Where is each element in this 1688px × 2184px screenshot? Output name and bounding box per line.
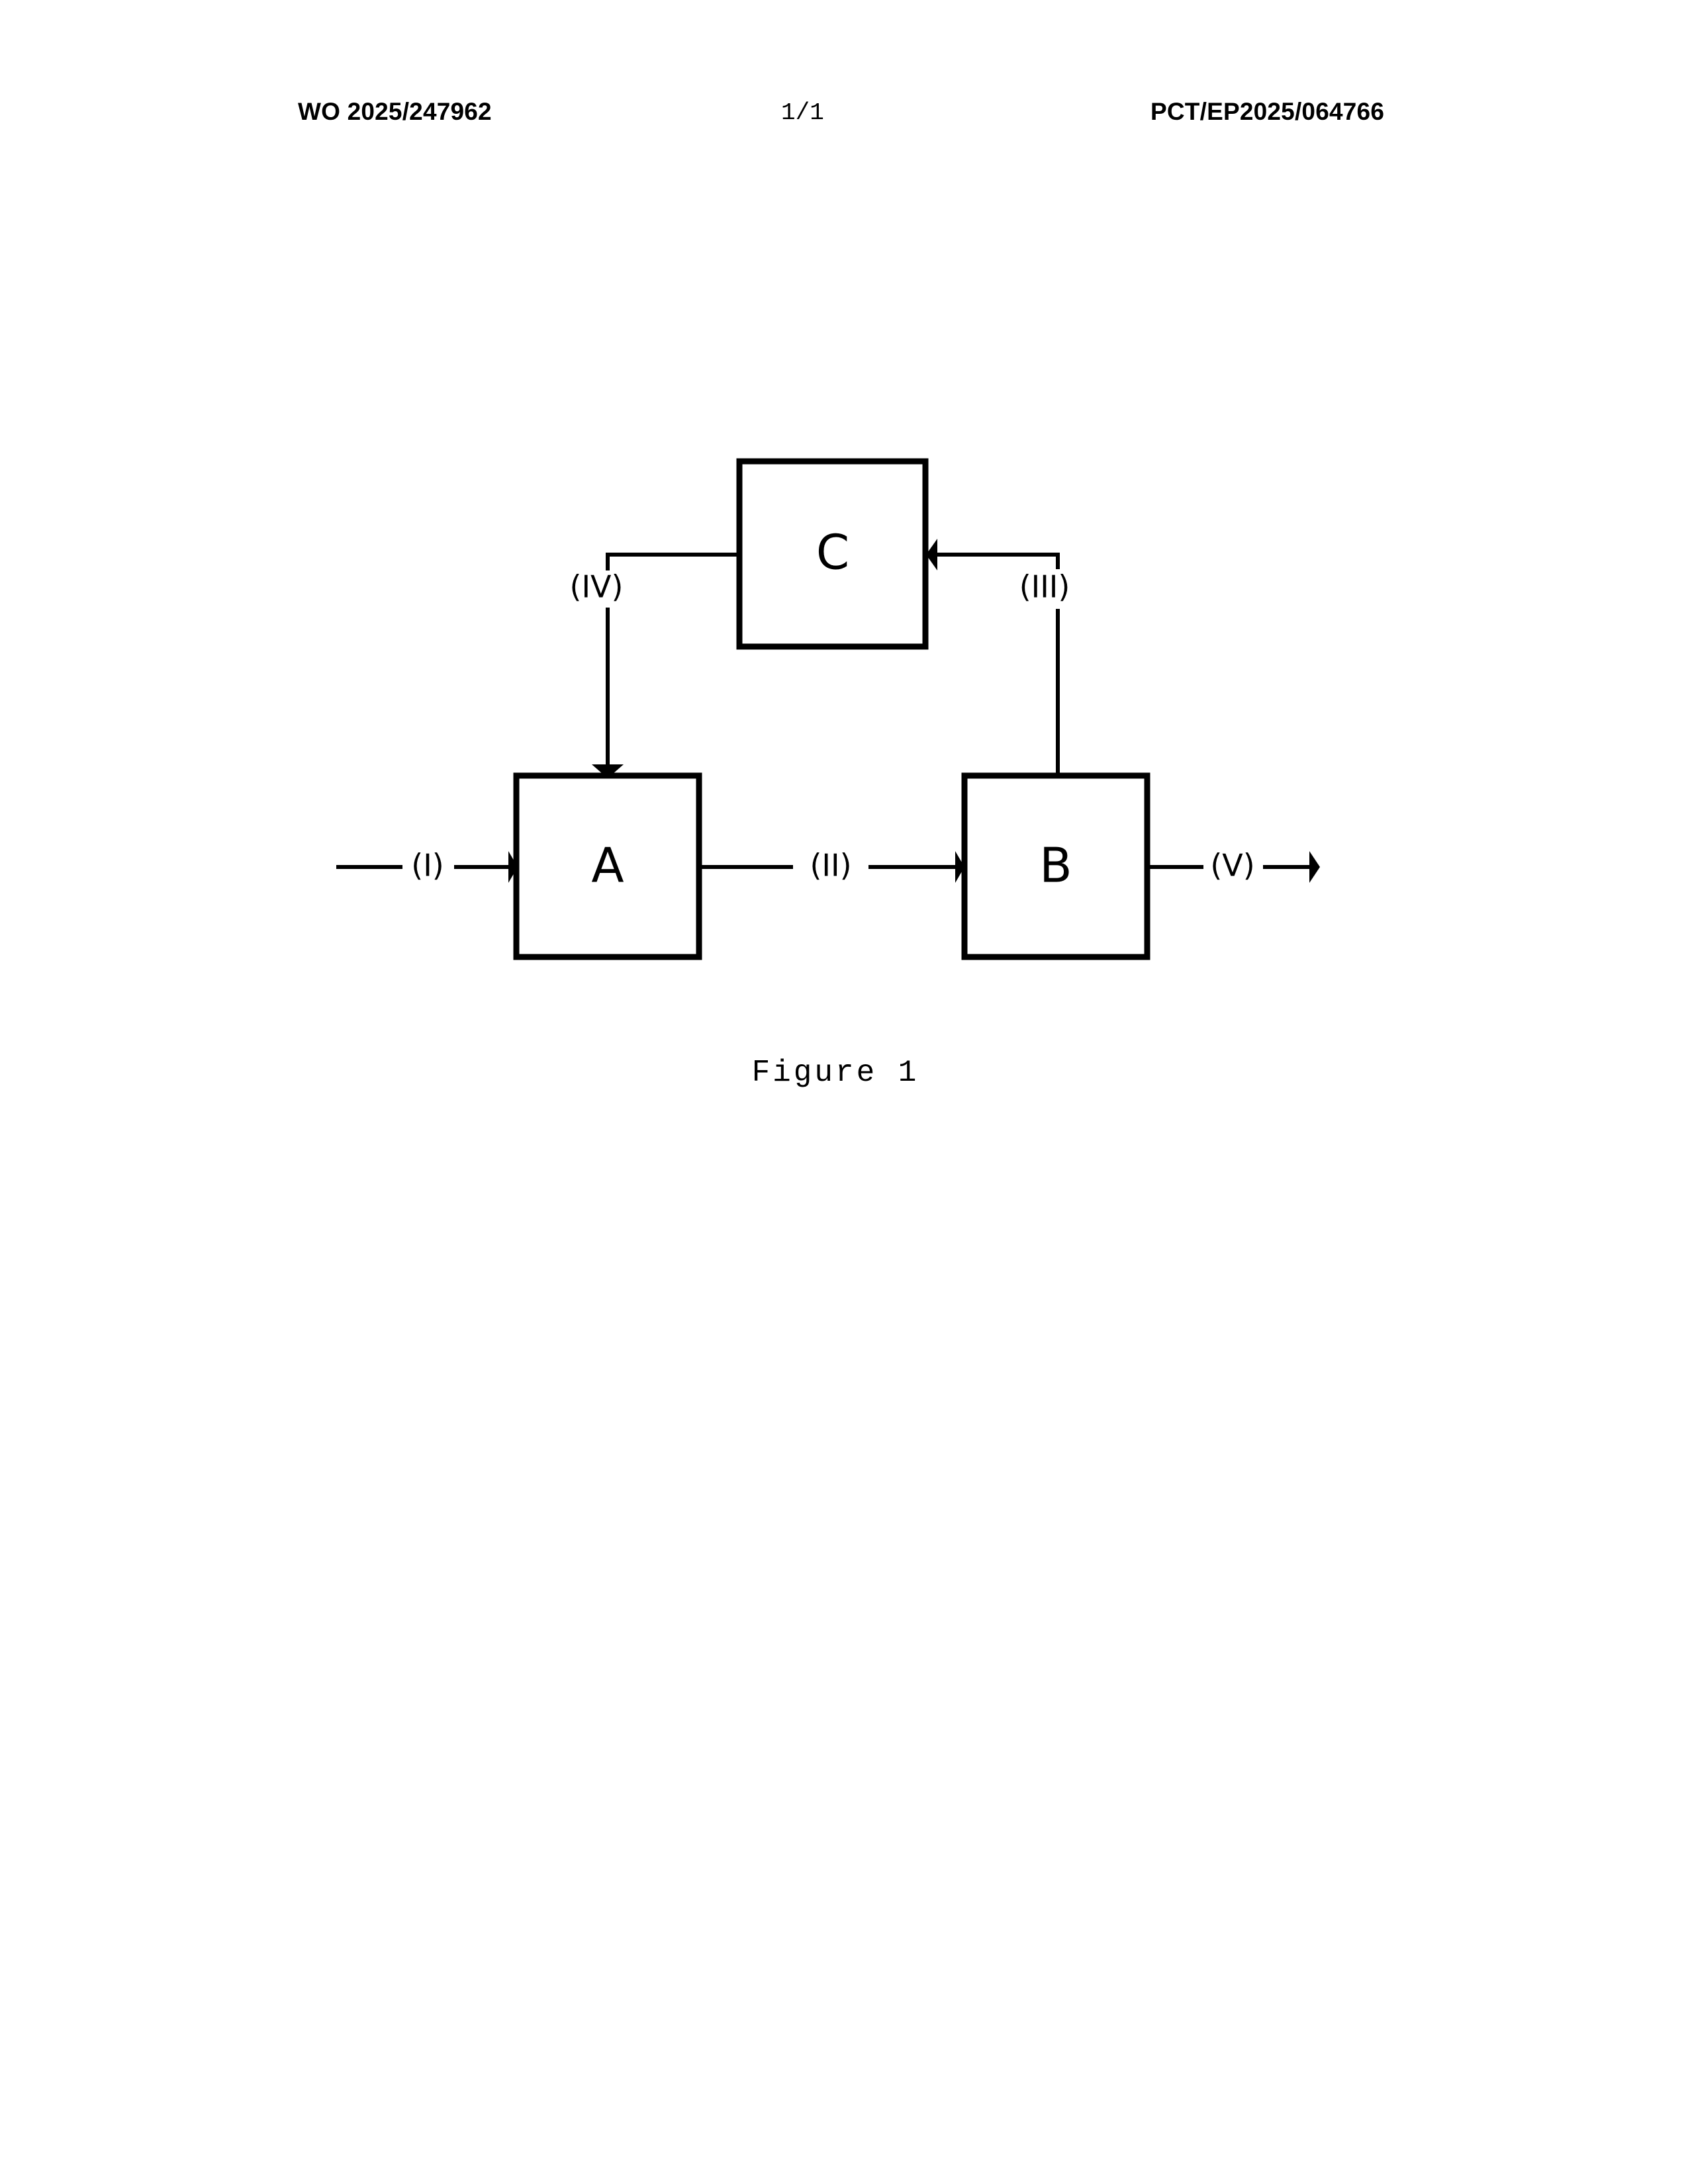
publication-number: WO 2025/247962 — [298, 98, 492, 125]
stream-label-III: (III) — [1019, 569, 1070, 605]
stream-III-arrowhead — [926, 539, 937, 570]
unit-box-B-label: B — [1039, 838, 1072, 893]
stream-II-arrowhead — [955, 851, 964, 883]
sheet-number: 1/1 — [781, 99, 824, 126]
stream-II-connector — [699, 851, 964, 883]
page-header: WO 2025/247962 1/1 PCT/EP2025/064766 — [0, 98, 1688, 144]
stream-I-connector — [336, 851, 518, 883]
unit-box-A — [513, 772, 702, 960]
unit-box-A-label: A — [591, 838, 624, 893]
stream-label-I: (I) — [411, 848, 444, 884]
application-number: PCT/EP2025/064766 — [1150, 98, 1385, 125]
stream-label-V: (V) — [1210, 848, 1254, 884]
stream-IV-arrowhead — [592, 764, 624, 778]
stream-IV-connector — [592, 553, 739, 778]
stream-V-connector — [1147, 851, 1320, 883]
unit-box-C-label: C — [816, 525, 849, 580]
stream-label-II: (II) — [810, 848, 851, 884]
stream-V-arrowhead — [1309, 851, 1320, 883]
stream-III-connector — [926, 539, 1060, 776]
unit-box-C — [736, 458, 929, 650]
figure-caption: Figure 1 — [752, 1056, 919, 1090]
stream-label-IV: (IV) — [570, 569, 624, 605]
stream-I-arrowhead — [508, 851, 518, 883]
